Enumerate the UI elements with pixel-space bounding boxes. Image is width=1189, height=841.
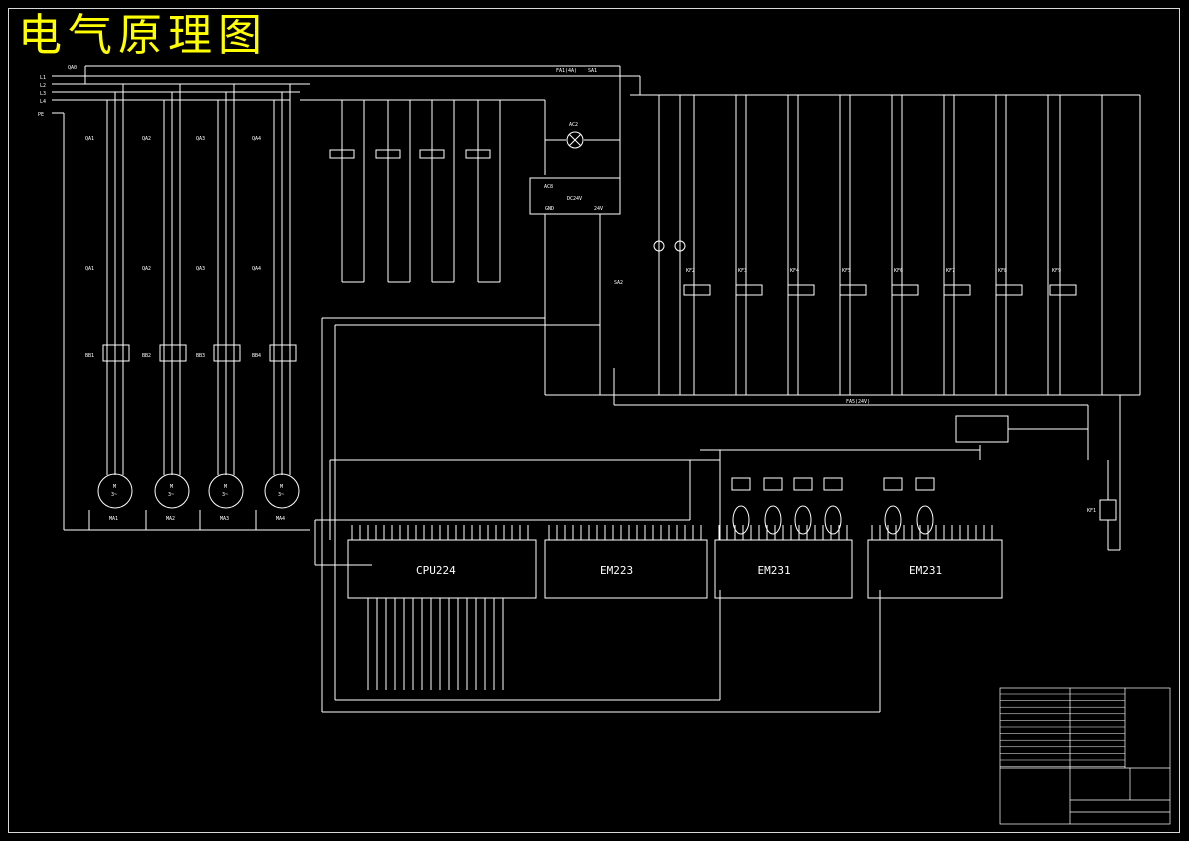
plc-module-analog2 bbox=[867, 539, 1003, 599]
contactor-label: QA3 bbox=[196, 266, 205, 272]
overload-label: BB2 bbox=[142, 353, 151, 359]
sensor-box bbox=[915, 477, 935, 491]
plc-module-label: EM231 bbox=[909, 564, 942, 577]
motor-phase: 3~ bbox=[222, 492, 228, 498]
title-block bbox=[999, 687, 1171, 825]
relay-label: KF6 bbox=[894, 268, 903, 274]
relay-coil bbox=[943, 284, 971, 296]
plc-module-label: CPU224 bbox=[416, 564, 456, 577]
sensor-loop bbox=[732, 505, 750, 535]
contactor-coil bbox=[375, 149, 401, 159]
line-label-l2: L2 bbox=[40, 83, 46, 89]
motor-icon bbox=[264, 473, 300, 509]
motor-label: MA1 bbox=[109, 516, 118, 522]
line-label-l1: L1 bbox=[40, 75, 46, 81]
drawing-frame bbox=[8, 8, 1180, 833]
supply-switch-label: SA1 bbox=[588, 68, 597, 74]
relay-label: KF5 bbox=[842, 268, 851, 274]
sensor-box bbox=[883, 477, 903, 491]
breaker-label: QA4 bbox=[252, 136, 261, 142]
relay-label: KF3 bbox=[738, 268, 747, 274]
sensor-box bbox=[731, 477, 751, 491]
motor-phase: 3~ bbox=[111, 492, 117, 498]
motor-symbol: M bbox=[224, 484, 227, 490]
contactor-coil bbox=[329, 149, 355, 159]
line-label-pe: PE bbox=[38, 112, 44, 118]
plc-module-cpu bbox=[347, 539, 537, 599]
indicator-lamp-icon bbox=[566, 131, 584, 149]
relay-coil bbox=[839, 284, 867, 296]
overload-relay bbox=[213, 344, 241, 362]
plc-module-digital bbox=[544, 539, 708, 599]
psu-ac-label: AC8 bbox=[544, 184, 553, 190]
main-switch-label: QA0 bbox=[68, 65, 77, 71]
fuse-label: FA1(4A) bbox=[556, 68, 577, 74]
indicator-lamp-icon bbox=[653, 240, 665, 252]
relay-label: KF4 bbox=[790, 268, 799, 274]
lamp-label: AC2 bbox=[569, 122, 578, 128]
contactor-label: QA2 bbox=[142, 266, 151, 272]
relay-coil bbox=[891, 284, 919, 296]
overload-relay bbox=[159, 344, 187, 362]
sensor-box bbox=[793, 477, 813, 491]
motor-symbol: M bbox=[280, 484, 283, 490]
sensor-loop bbox=[884, 505, 902, 535]
contactor-coil bbox=[465, 149, 491, 159]
breaker-label: QA1 bbox=[85, 136, 94, 142]
motor-label: MA3 bbox=[220, 516, 229, 522]
sensor-box bbox=[763, 477, 783, 491]
motor-icon bbox=[97, 473, 133, 509]
coil-kf1-label: KF1 bbox=[1087, 508, 1096, 514]
relay-label: KF8 bbox=[998, 268, 1007, 274]
relay-coil bbox=[1049, 284, 1077, 296]
motor-icon bbox=[154, 473, 190, 509]
relay-coil bbox=[683, 284, 711, 296]
sensor-loop bbox=[764, 505, 782, 535]
overload-relay bbox=[269, 344, 297, 362]
psu-dc-label: DC24V bbox=[567, 196, 582, 202]
psu-gnd-label: GND bbox=[545, 206, 554, 212]
relay-label: KF7 bbox=[946, 268, 955, 274]
sensor-loop bbox=[794, 505, 812, 535]
overload-label: BB3 bbox=[196, 353, 205, 359]
contactor-label: QA1 bbox=[85, 266, 94, 272]
relay-coil bbox=[787, 284, 815, 296]
line-label-l4: L4 bbox=[40, 99, 46, 105]
sensor-box bbox=[823, 477, 843, 491]
drawing-title: 电气原理图 bbox=[18, 10, 268, 61]
indicator-lamp-icon bbox=[674, 240, 686, 252]
breaker-label: QA3 bbox=[196, 136, 205, 142]
line-label-l3: L3 bbox=[40, 91, 46, 97]
plc-module-label: EM223 bbox=[600, 564, 633, 577]
relay-label: KF9 bbox=[1052, 268, 1061, 274]
relay-coil bbox=[995, 284, 1023, 296]
plc-module-label: EM231 bbox=[758, 564, 791, 577]
overload-label: BB1 bbox=[85, 353, 94, 359]
motor-icon bbox=[208, 473, 244, 509]
relay-label: KF2 bbox=[686, 268, 695, 274]
sensor-loop bbox=[824, 505, 842, 535]
motor-label: MA2 bbox=[166, 516, 175, 522]
motor-phase: 3~ bbox=[278, 492, 284, 498]
coil-kf1 bbox=[1099, 499, 1117, 521]
motor-label: MA4 bbox=[276, 516, 285, 522]
contactor-label: QA4 bbox=[252, 266, 261, 272]
motor-phase: 3~ bbox=[168, 492, 174, 498]
switch-sa2-label: SA2 bbox=[614, 280, 623, 286]
overload-relay bbox=[102, 344, 130, 362]
relay-coil bbox=[735, 284, 763, 296]
psu-v-label: 24V bbox=[594, 206, 603, 212]
breaker-label: QA2 bbox=[142, 136, 151, 142]
motor-symbol: M bbox=[170, 484, 173, 490]
contactor-coil bbox=[419, 149, 445, 159]
sensor-loop bbox=[916, 505, 934, 535]
bus-label: FA5(24V) bbox=[846, 399, 870, 405]
motor-symbol: M bbox=[113, 484, 116, 490]
overload-label: BB4 bbox=[252, 353, 261, 359]
